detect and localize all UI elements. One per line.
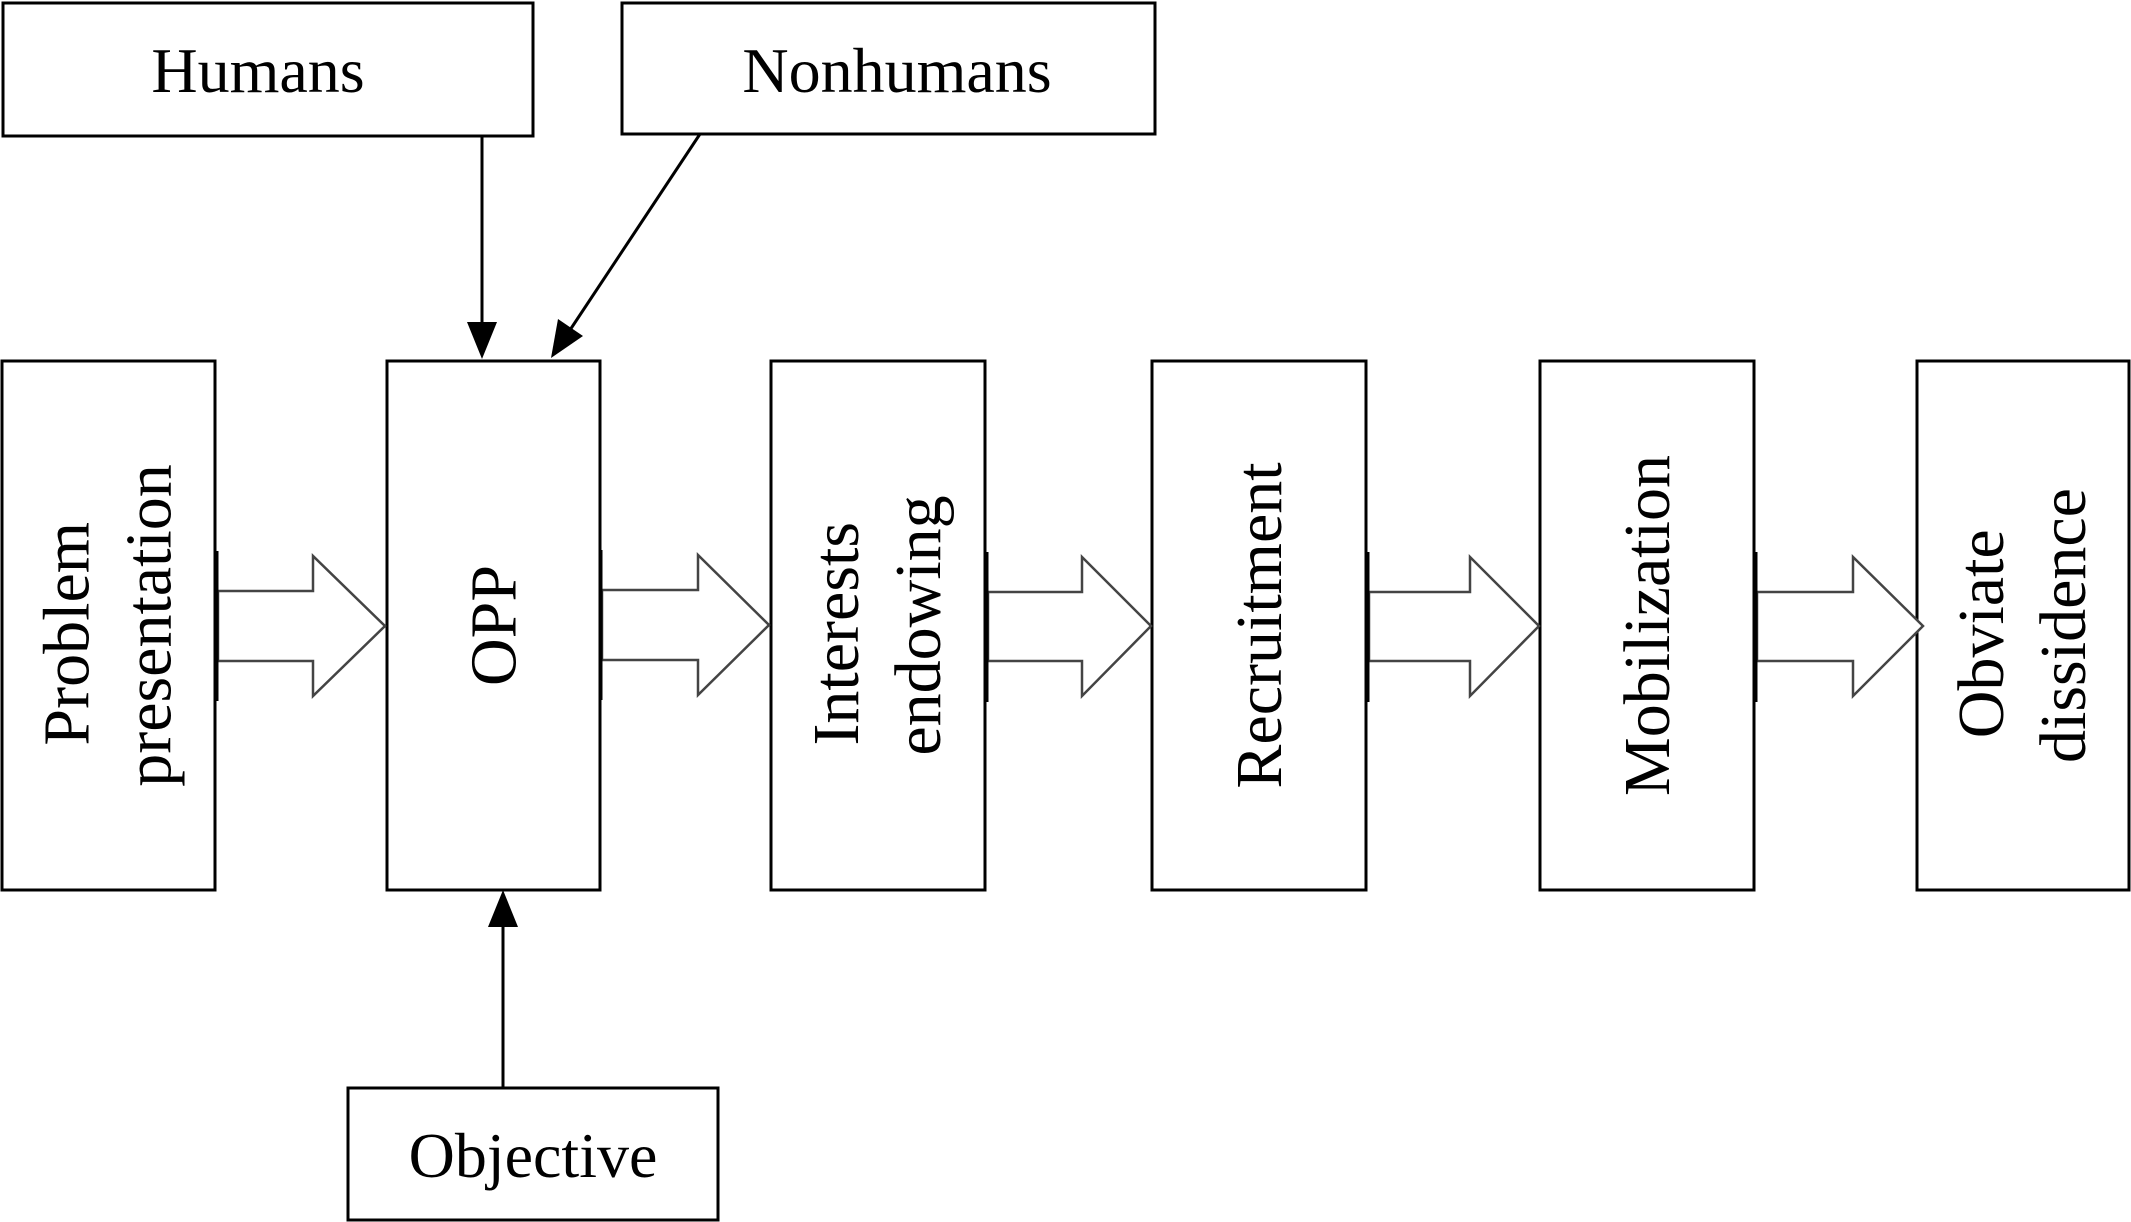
stage-recruitment: Recruitment xyxy=(1150,359,1368,892)
objective-to-opp-arrow xyxy=(488,890,518,1088)
flow-arrow-1 xyxy=(215,551,387,701)
nonhumans-box: Nonhumans xyxy=(620,1,1157,136)
objective-label: Objective xyxy=(409,1120,658,1191)
stage-opp: OPP xyxy=(385,359,602,892)
humans-to-opp-arrow xyxy=(467,136,497,359)
flow-arrow-2 xyxy=(599,550,771,700)
stage-obviate-dissidence: Obviate dissidence xyxy=(1915,359,2131,892)
stage-obviate-dissidence-label: Obviate dissidence xyxy=(1945,488,2100,763)
nonhumans-to-opp-arrow xyxy=(551,133,702,358)
humans-box: Humans xyxy=(1,1,535,138)
stage-opp-label: OPP xyxy=(458,565,531,686)
stage-mobilization-label: Mobilization xyxy=(1611,455,1684,796)
nonhumans-label: Nonhumans xyxy=(742,35,1051,106)
flow-arrow-4 xyxy=(1366,552,1541,702)
stage-interests-endowing-label: Interests endowing xyxy=(800,495,955,755)
stage-recruitment-label: Recruitment xyxy=(1223,462,1296,788)
stage-problem-presentation: Problem presentation xyxy=(0,359,217,892)
stage-interests-endowing: Interests endowing xyxy=(769,359,987,892)
flow-arrow-5 xyxy=(1754,552,1925,702)
stage-mobilization: Mobilization xyxy=(1538,359,1756,892)
objective-box: Objective xyxy=(346,1086,720,1222)
stage-problem-presentation-label: Problem presentation xyxy=(31,464,186,787)
humans-label: Humans xyxy=(151,35,364,106)
flow-arrow-3 xyxy=(985,552,1153,702)
